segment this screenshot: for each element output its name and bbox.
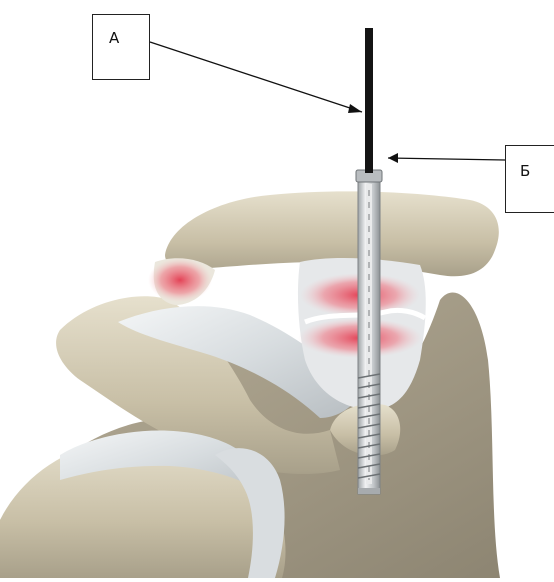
guide-wire xyxy=(365,28,373,173)
label-a-text: А xyxy=(109,29,119,47)
ac-inflammation xyxy=(148,258,212,302)
callout-arrow-a xyxy=(150,42,362,113)
callout-arrow-b xyxy=(388,153,505,163)
label-box-b: Б xyxy=(505,145,554,213)
label-box-a: А xyxy=(92,14,150,80)
cannula xyxy=(356,170,382,494)
label-b-text: Б xyxy=(520,162,530,180)
